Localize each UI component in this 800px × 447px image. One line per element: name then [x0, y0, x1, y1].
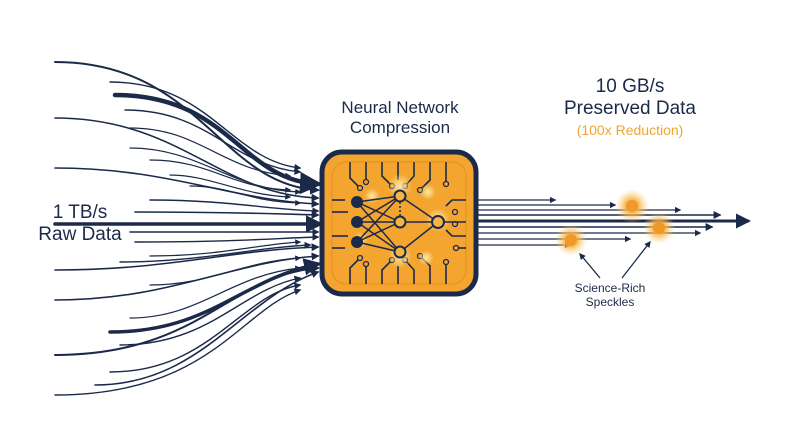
callout-line1: Science-Rich	[574, 281, 646, 295]
speckle-core	[626, 200, 638, 212]
flow-line	[189, 185, 302, 206]
flow-line	[54, 117, 320, 202]
flow-line	[94, 270, 320, 386]
flow-line	[108, 258, 322, 334]
output-flow-lines	[476, 196, 751, 249]
callout-arrows	[579, 240, 651, 279]
flow-line	[54, 243, 320, 271]
flow-line	[134, 233, 320, 243]
input-node	[351, 236, 363, 248]
flow-line	[54, 167, 320, 208]
flow-line	[129, 265, 302, 319]
input-rate-label: 1 TB/s Raw Data	[20, 202, 140, 246]
input-node	[351, 216, 363, 228]
input-flow-lines	[53, 61, 324, 396]
flow-line	[129, 127, 292, 179]
flow-line	[149, 239, 302, 257]
flow-line	[124, 109, 302, 175]
hidden-node	[393, 245, 407, 259]
callout-arrow	[621, 240, 651, 279]
flow-line	[119, 241, 312, 263]
speckles	[555, 189, 675, 256]
hidden-node	[393, 215, 407, 229]
flow-line	[54, 252, 320, 301]
output-label: Preserved Data	[563, 97, 696, 119]
processor-title-line1: Neural Network	[341, 98, 459, 117]
input-node	[351, 196, 363, 208]
flow-line	[149, 159, 292, 193]
flow-line	[149, 199, 320, 215]
network-nodes	[351, 189, 445, 259]
hidden-node	[393, 189, 407, 203]
reduction-label: (100x Reduction)	[576, 121, 684, 138]
processor-title-line2: Compression	[349, 117, 451, 137]
network-edges	[356, 195, 466, 253]
callout-arrow	[579, 253, 601, 279]
speckle-core	[653, 222, 665, 234]
flow-line	[119, 275, 302, 346]
flow-line	[54, 61, 320, 195]
flow-line	[54, 263, 320, 356]
output-rate: 10 GB/s	[595, 76, 665, 97]
speckles-callout: Science-Rich Speckles	[555, 281, 665, 310]
output-node	[431, 215, 445, 229]
flow-line	[112, 92, 323, 195]
speckle-core	[565, 234, 577, 246]
flow-line	[134, 210, 320, 219]
flow-line	[109, 282, 302, 373]
output-rate-label: 10 GB/s Preserved Data (100x Reduction)	[530, 76, 730, 138]
callout-line2: Speckles	[585, 294, 635, 309]
flow-line	[169, 174, 292, 200]
input-label: Raw Data	[38, 223, 122, 245]
processor-title: Neural Network Compression	[310, 98, 490, 137]
flow-line	[54, 288, 302, 396]
flow-line	[109, 81, 302, 171]
input-rate: 1 TB/s	[52, 202, 108, 223]
neural-network-chip	[319, 149, 479, 297]
